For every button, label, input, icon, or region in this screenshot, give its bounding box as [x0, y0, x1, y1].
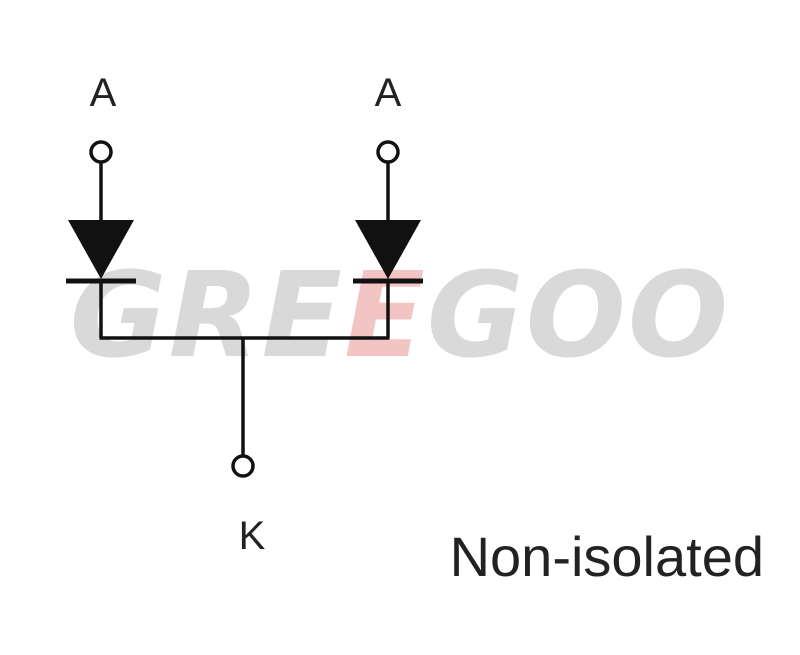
diode-left-triangle [68, 220, 134, 279]
diode-right-triangle [355, 220, 421, 279]
anode-left-label: A [90, 71, 117, 115]
watermark-text-main-1: GRE [70, 246, 344, 384]
cathode-label: K [239, 514, 266, 558]
anode-right-label: A [375, 71, 402, 115]
anode-left-terminal [89, 140, 113, 164]
cathode-terminal [231, 454, 255, 478]
isolation-caption: Non-isolated [450, 525, 764, 588]
watermark-logo: GREEGOO [70, 246, 730, 384]
anode-right-terminal [376, 140, 400, 164]
watermark-text-main-2: GOO [427, 246, 730, 384]
